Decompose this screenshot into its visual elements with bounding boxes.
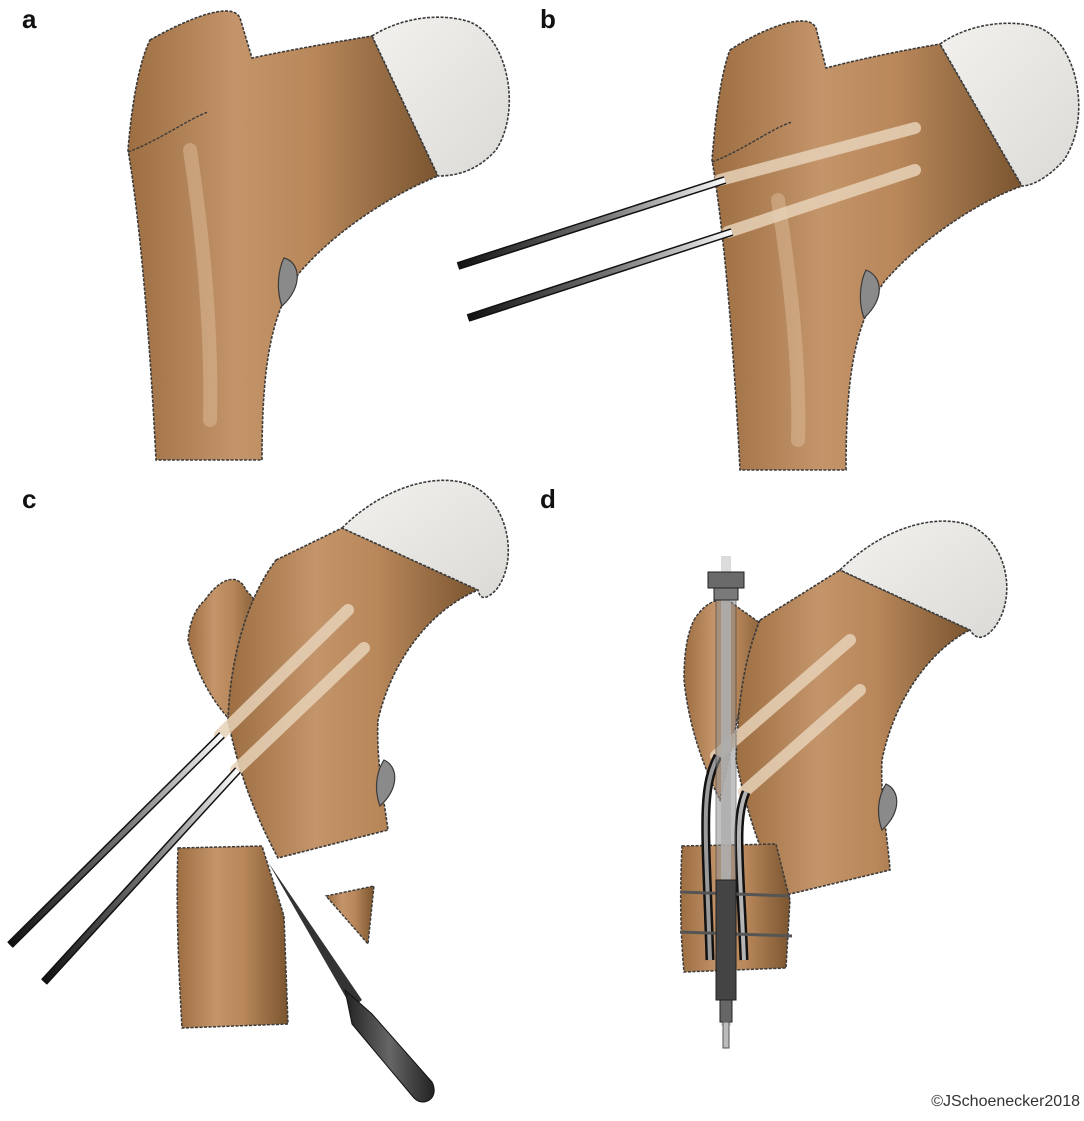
panel-a-femur — [128, 11, 509, 460]
kirschner-wire-icon — [458, 180, 725, 266]
panel-d-femur — [680, 521, 1007, 1048]
resected-wedge — [326, 886, 374, 944]
distal-shaft-fragment — [177, 846, 288, 1028]
panel-c-femur — [10, 480, 508, 1102]
lesser-trochanter — [278, 258, 297, 306]
panel-b-femur — [458, 21, 1079, 470]
copyright-notice: ©JSchoenecker2018 — [931, 1093, 1080, 1111]
panel-label-c: c — [22, 484, 36, 515]
kirschner-wire-icon — [468, 232, 732, 318]
panel-label-b: b — [540, 4, 556, 35]
panel-label-a: a — [22, 4, 36, 35]
panel-label-d: d — [540, 484, 556, 515]
